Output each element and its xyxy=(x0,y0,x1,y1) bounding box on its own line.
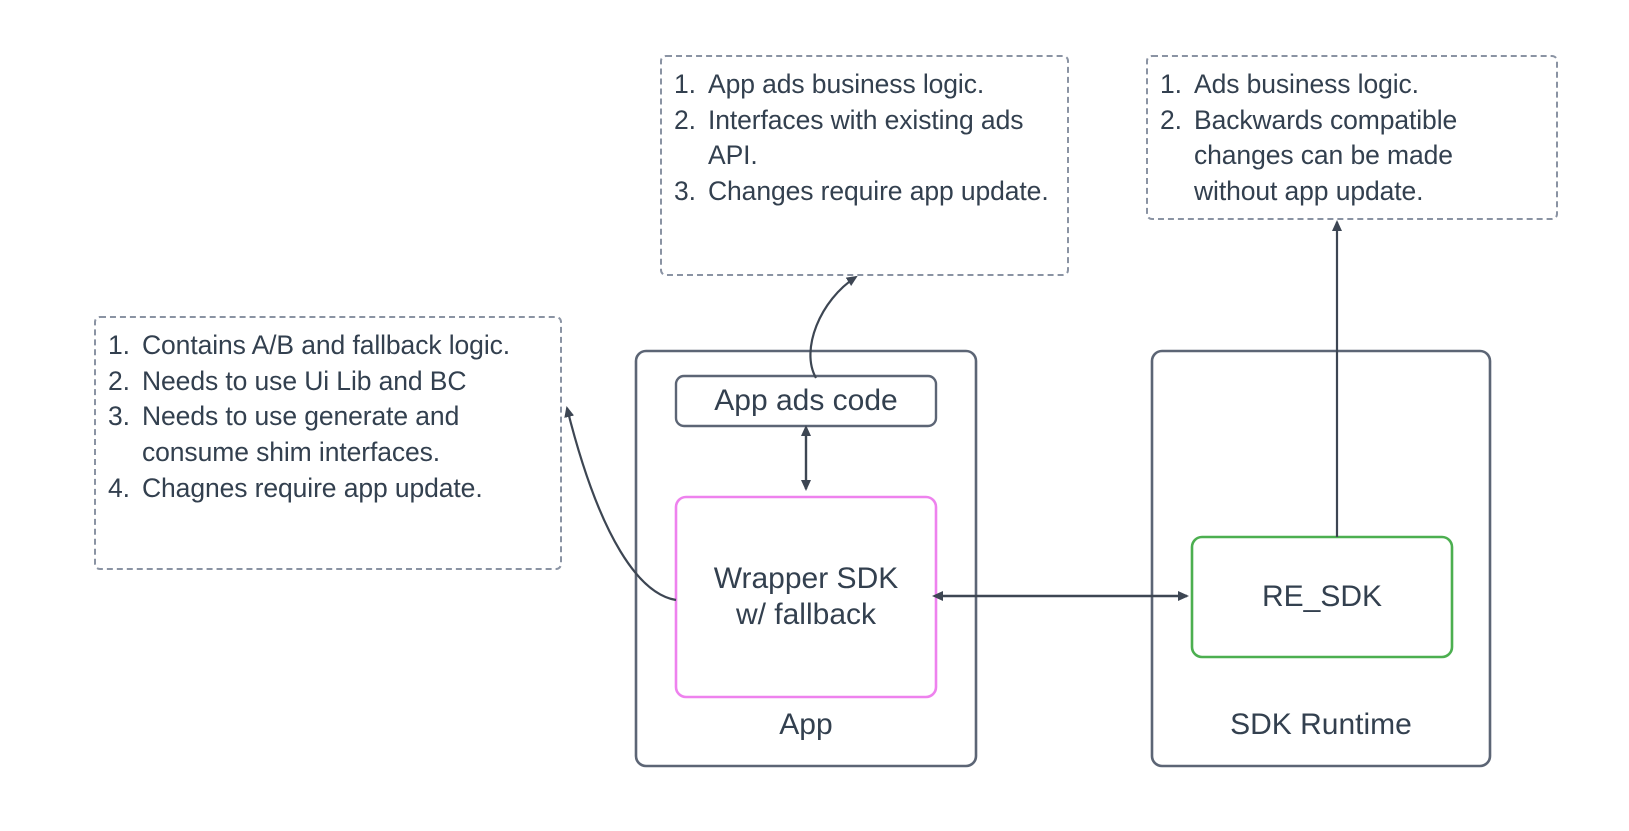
list-item-text: Changes require app update. xyxy=(708,175,1049,206)
list-item-text: Chagnes require app update. xyxy=(142,472,483,503)
list-item: 3. Changes require app update. xyxy=(674,174,1053,210)
note-app-ads-code: 1. App ads business logic. 2. Interfaces… xyxy=(660,55,1069,276)
note-list: 1. App ads business logic. 2. Interfaces… xyxy=(674,67,1053,210)
list-item-text: Interfaces with existing ads API. xyxy=(708,104,1024,171)
list-item: 2. Needs to use Ui Lib and BC xyxy=(108,364,546,400)
list-item: 4. Chagnes require app update. xyxy=(108,471,546,507)
sdk-runtime-container-caption: SDK Runtime xyxy=(1230,708,1412,741)
app-ads-code-shape[interactable] xyxy=(674,374,938,428)
list-item-number: 2. xyxy=(1160,104,1182,135)
sdk-runtime-container-shape xyxy=(1150,349,1492,768)
list-item: 1. Contains A/B and fallback logic. xyxy=(108,328,546,364)
list-item-number: 3. xyxy=(108,401,130,432)
list-item: 2. Interfaces with existing ads API. xyxy=(674,103,1053,174)
arrow-wrapper-sdk-note xyxy=(564,406,677,602)
list-item-text: Ads business logic. xyxy=(1194,69,1419,99)
list-item: 1. App ads business logic. xyxy=(674,67,1053,103)
list-item: 3. Needs to use generate and consume shi… xyxy=(108,399,546,470)
note-list: 1. Contains A/B and fallback logic. 2. N… xyxy=(108,328,546,506)
re-sdk-shape[interactable] xyxy=(1190,535,1454,659)
list-item-number: 2. xyxy=(108,365,130,396)
list-item-text: Needs to use generate and consume shim i… xyxy=(142,401,460,467)
list-item: 1. Ads business logic. xyxy=(1160,67,1542,103)
list-item-text: Needs to use Ui Lib and BC xyxy=(142,365,467,396)
note-wrapper-sdk: 1. Contains A/B and fallback logic. 2. N… xyxy=(94,316,562,570)
note-re-sdk: 1. Ads business logic. 2. Backwards comp… xyxy=(1146,55,1558,220)
list-item-number: 1. xyxy=(674,69,696,99)
list-item-text: App ads business logic. xyxy=(708,69,985,99)
list-item-number: 3. xyxy=(674,175,696,206)
app-container-shape xyxy=(634,349,978,768)
list-item-number: 2. xyxy=(674,104,696,135)
wrapper-sdk-shape[interactable] xyxy=(674,495,938,699)
list-item-number: 1. xyxy=(108,330,130,360)
app-container-caption: App xyxy=(779,708,833,741)
list-item-number: 1. xyxy=(1160,69,1182,99)
list-item-text: Backwards compatible changes can be made… xyxy=(1194,104,1458,206)
arrow-app-ads-code-note xyxy=(809,275,858,379)
list-item: 2. Backwards compatible changes can be m… xyxy=(1160,103,1542,210)
list-item-number: 4. xyxy=(108,472,130,503)
note-list: 1. Ads business logic. 2. Backwards comp… xyxy=(1160,67,1542,210)
list-item-text: Contains A/B and fallback logic. xyxy=(142,330,511,360)
